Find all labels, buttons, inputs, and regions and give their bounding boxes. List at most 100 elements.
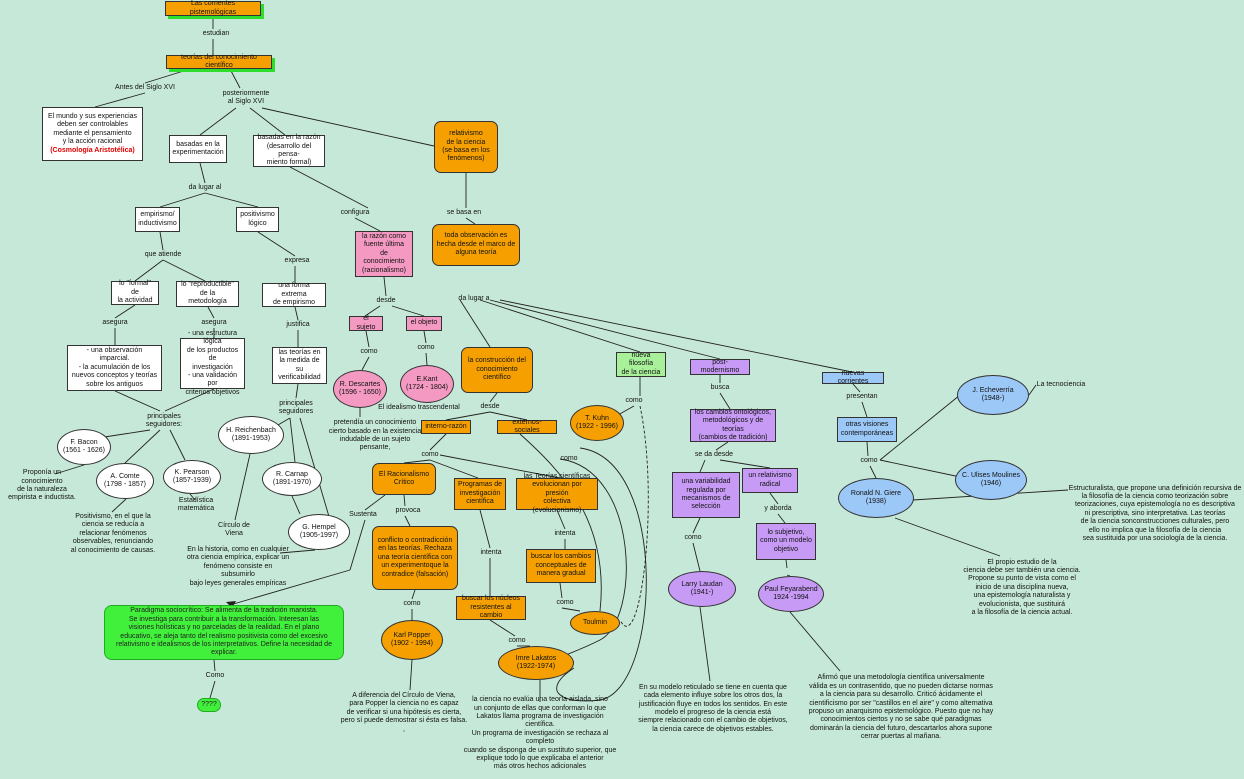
connector bbox=[364, 494, 386, 511]
node-nueva-filo[interactable]: nueva filosofía de la ciencia bbox=[616, 352, 666, 377]
node-postmod[interactable]: post-modernismo bbox=[690, 359, 750, 375]
node-toda-obs[interactable]: toda observación es hecha desde el marco… bbox=[432, 224, 520, 266]
node-carnap[interactable]: R. Carnap (1891-1970) bbox=[262, 462, 322, 496]
connector bbox=[383, 276, 387, 297]
connector bbox=[159, 192, 206, 208]
node-kant[interactable]: E.Kant (1724 - 1804) bbox=[400, 365, 454, 403]
connector bbox=[199, 162, 206, 184]
node-bacon[interactable]: F. Bacon (1561 - 1626) bbox=[57, 429, 111, 465]
node-paradigma[interactable]: Paradigma sociocrítico: Se alimenta de l… bbox=[104, 605, 344, 660]
node-pearson[interactable]: K. Pearson (1857-1939) bbox=[163, 460, 221, 494]
node-formal[interactable]: lo "formal" de la actividad bbox=[111, 280, 159, 305]
label-l-dalugar: da lugar al bbox=[188, 183, 222, 191]
node-toulmin[interactable]: Toulmin bbox=[570, 611, 620, 635]
connector bbox=[189, 493, 196, 501]
node-ontologicos[interactable]: los cambios ontológicos, metodológicos y… bbox=[690, 409, 776, 442]
node-qqq[interactable]: ???? bbox=[197, 698, 221, 712]
node-relativismo[interactable]: relativismo de la ciencia (se basa en lo… bbox=[434, 121, 498, 173]
connector bbox=[439, 454, 561, 479]
node-moulines[interactable]: C. Ulises Moulines (1946) bbox=[955, 460, 1027, 500]
connector bbox=[879, 394, 961, 461]
node-otras-visiones[interactable]: otras visiones contemporáneas bbox=[837, 417, 897, 442]
node-subjetivo[interactable]: lo subjetivo, como un modelo objetivo bbox=[756, 523, 816, 560]
connector bbox=[489, 392, 498, 403]
node-buscar-cambios[interactable]: buscar los cambios conceptuales de maner… bbox=[526, 549, 596, 583]
node-programas[interactable]: Programas de investigación científica bbox=[454, 478, 506, 510]
node-evolucionan[interactable]: las Teorías científicas evolucionan por … bbox=[516, 473, 598, 514]
connector bbox=[879, 459, 966, 479]
connector bbox=[199, 107, 237, 136]
connector bbox=[1028, 384, 1037, 396]
node-construccion[interactable]: la construcción del conocimiento científ… bbox=[461, 347, 533, 393]
connector bbox=[204, 192, 259, 208]
label-pretendia: pretendía un conocimiento cierto basado … bbox=[328, 419, 422, 452]
label-l-tecnociencia: La tecnociencia bbox=[1036, 380, 1086, 388]
connector bbox=[699, 606, 711, 682]
node-basadas-exp[interactable]: basadas en la experimentación bbox=[169, 135, 227, 163]
node-objeto[interactable]: el objeto bbox=[406, 316, 442, 331]
connector bbox=[209, 680, 216, 699]
node-estructura[interactable]: - una estructura lógica de los productos… bbox=[180, 330, 245, 396]
label-popper-txt: A diferencia del Círculo de Viena, para … bbox=[340, 691, 468, 733]
node-reproductible[interactable]: lo "reproductible" de la metodología bbox=[176, 281, 239, 307]
connector bbox=[869, 465, 877, 479]
node-sujeto[interactable]: el sujeto bbox=[349, 315, 383, 331]
connector bbox=[134, 259, 164, 282]
node-echeverria[interactable]: J. Echeverría (1948-) bbox=[957, 375, 1029, 415]
connector bbox=[556, 509, 566, 530]
label-l-como5: como bbox=[560, 454, 578, 462]
connector bbox=[852, 383, 861, 393]
node-relativismo-rad[interactable]: un relativismo radical bbox=[742, 468, 798, 493]
label-l-idealismo: El idealismo trascendental bbox=[378, 403, 460, 411]
label-l-configura: configura bbox=[340, 208, 370, 216]
connector bbox=[786, 574, 791, 577]
label-l-intenta1: intenta bbox=[554, 529, 576, 537]
node-conflicto[interactable]: conflicto o contradicción en las teorías… bbox=[372, 526, 458, 590]
node-positivismo[interactable]: positivismo lógico bbox=[236, 207, 279, 232]
connector bbox=[404, 515, 411, 527]
node-forma-extrema[interactable]: una forma extrema de empirismo bbox=[262, 282, 326, 307]
connector bbox=[257, 231, 296, 257]
node-giere[interactable]: Ronald N. Giere (1938) bbox=[838, 478, 914, 518]
node-mundo[interactable]: El mundo y sus experiencias deben ser co… bbox=[42, 107, 143, 161]
node-teorias-verif[interactable]: las teorías en la medida de su verificab… bbox=[272, 347, 327, 384]
node-lakatos[interactable]: Imre Lakatos (1922-1974) bbox=[498, 646, 574, 680]
node-racionalismo[interactable]: El Racionalismo Crítico bbox=[372, 463, 436, 495]
node-laudan[interactable]: Larry Laudan (1941-) bbox=[668, 571, 736, 607]
node-basadas-razon[interactable]: basadas en la razón (desarrollo del pens… bbox=[253, 134, 325, 167]
node-reichenbach[interactable]: H. Reichenbach (1891-1953) bbox=[218, 416, 284, 454]
node-root[interactable]: Las corrientes pistemológicas bbox=[165, 0, 261, 16]
label-proponia: Proponía un conocimiento de la naturalez… bbox=[8, 469, 76, 502]
connector bbox=[465, 217, 476, 225]
label-l-desde1: desde bbox=[376, 296, 396, 304]
node-nuevas-corr[interactable]: nuevas corrientes bbox=[822, 370, 884, 385]
connector bbox=[94, 92, 146, 108]
connector bbox=[391, 305, 425, 317]
node-variabilidad[interactable]: una variabilidad regulada por mecanismos… bbox=[672, 472, 740, 518]
connector bbox=[719, 459, 771, 469]
connector bbox=[291, 495, 301, 515]
connector bbox=[715, 441, 729, 451]
node-externos[interactable]: externos-sociales bbox=[497, 419, 557, 434]
connector bbox=[561, 607, 581, 612]
node-buscar-nucleos[interactable]: buscar los núcleos resistentes al cambio bbox=[456, 595, 526, 620]
node-razon-fuente[interactable]: la razón como fuente última de conocimie… bbox=[355, 231, 413, 277]
connector bbox=[164, 388, 215, 412]
connector bbox=[861, 401, 868, 418]
node-observacion[interactable]: - una observación imparcial. - la acumul… bbox=[67, 345, 162, 391]
node-comte[interactable]: A. Comte (1798 - 1857) bbox=[96, 463, 154, 499]
node-feyarabend[interactable]: Paul Feyarabend 1924 -1994 bbox=[758, 576, 824, 612]
connector bbox=[229, 569, 351, 606]
connector bbox=[144, 68, 191, 84]
node-teorias[interactable]: teorías del conocimiento científico bbox=[166, 54, 272, 69]
node-hempel[interactable]: G. Hempel (1905-1997) bbox=[288, 514, 350, 550]
label-l-estadistica: Estadística matemática bbox=[177, 496, 215, 512]
node-kuhn[interactable]: T. Kuhn (1922 - 1996) bbox=[570, 405, 624, 441]
node-descartes[interactable]: R. Descartes (1596 - 1650) bbox=[333, 370, 387, 408]
node-popper[interactable]: Karl Popper (1902 - 1994) bbox=[381, 620, 443, 660]
node-empirismo[interactable]: empirismo/ inductivismo bbox=[135, 207, 180, 232]
label-l-sedadesde: se da desde bbox=[694, 450, 734, 458]
label-l-antes: Antes del Siglo XVI bbox=[115, 83, 175, 91]
node-interno[interactable]: interno-razón bbox=[421, 420, 471, 434]
